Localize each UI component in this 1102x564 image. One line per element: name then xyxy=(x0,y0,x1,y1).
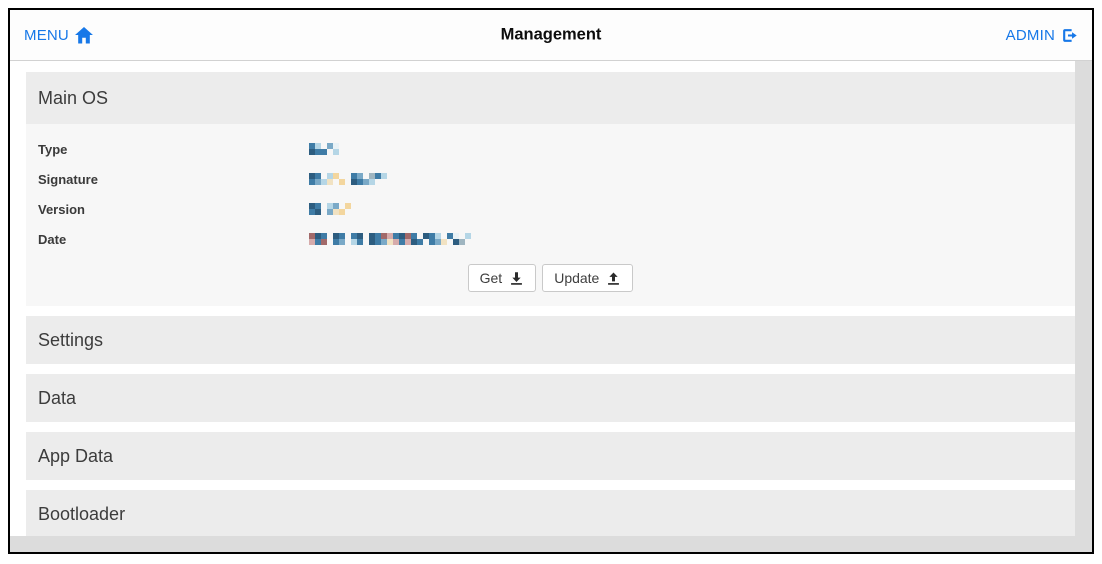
section-settings-header[interactable]: Settings xyxy=(26,316,1075,364)
content-area: Main OS Type Signature xyxy=(10,61,1092,552)
section-data: Data xyxy=(26,374,1075,422)
home-icon xyxy=(75,26,93,44)
field-label-signature: Signature xyxy=(38,171,98,187)
field-value-signature-redacted xyxy=(309,170,387,188)
field-label-version: Version xyxy=(38,201,85,217)
section-data-header[interactable]: Data xyxy=(26,374,1075,422)
field-row-type: Type xyxy=(26,134,1075,164)
field-label-date: Date xyxy=(38,231,67,247)
menu-link-label: MENU xyxy=(24,26,69,44)
field-value-version-redacted xyxy=(309,200,351,218)
field-label-type: Type xyxy=(38,141,68,157)
get-button[interactable]: Get xyxy=(467,264,537,292)
field-value-date-redacted xyxy=(309,230,471,248)
section-bootloader-header[interactable]: Bootloader xyxy=(26,490,1075,538)
section-main-os-title: Main OS xyxy=(38,87,109,108)
upload-icon xyxy=(606,271,621,286)
section-main-os-body: Type Signature Version xyxy=(26,124,1075,306)
get-button-label: Get xyxy=(479,270,503,286)
field-row-version: Version xyxy=(26,194,1075,224)
section-bootloader-title: Bootloader xyxy=(38,503,126,524)
section-settings: Settings xyxy=(26,316,1075,364)
section-main-os-header[interactable]: Main OS xyxy=(26,72,1075,124)
horizontal-scrollbar[interactable] xyxy=(10,536,1075,552)
sign-out-icon xyxy=(1061,27,1078,44)
update-button[interactable]: Update xyxy=(542,264,634,292)
main-os-actions: Get Update xyxy=(26,264,1075,292)
admin-logout-link[interactable]: ADMIN xyxy=(1006,27,1078,44)
section-data-title: Data xyxy=(38,387,77,408)
top-navigation-bar: MENU Management ADMIN xyxy=(10,10,1092,61)
app-window: MENU Management ADMIN Main O xyxy=(8,8,1094,554)
section-app-data-title: App Data xyxy=(38,445,114,466)
update-button-label: Update xyxy=(554,270,600,286)
field-value-type-redacted xyxy=(309,140,339,158)
field-row-signature: Signature xyxy=(26,164,1075,194)
field-row-date: Date xyxy=(26,224,1075,254)
admin-link-label: ADMIN xyxy=(1005,26,1055,44)
section-settings-title: Settings xyxy=(38,329,104,350)
download-icon xyxy=(509,271,524,286)
section-bootloader: Bootloader xyxy=(26,490,1075,538)
section-app-data-header[interactable]: App Data xyxy=(26,432,1075,480)
page-title: Management xyxy=(500,25,602,44)
menu-link[interactable]: MENU xyxy=(24,26,93,44)
vertical-scrollbar[interactable] xyxy=(1075,61,1092,552)
section-app-data: App Data xyxy=(26,432,1075,480)
accordion-list: Main OS Type Signature xyxy=(26,72,1075,548)
section-main-os: Main OS Type Signature xyxy=(26,72,1075,306)
